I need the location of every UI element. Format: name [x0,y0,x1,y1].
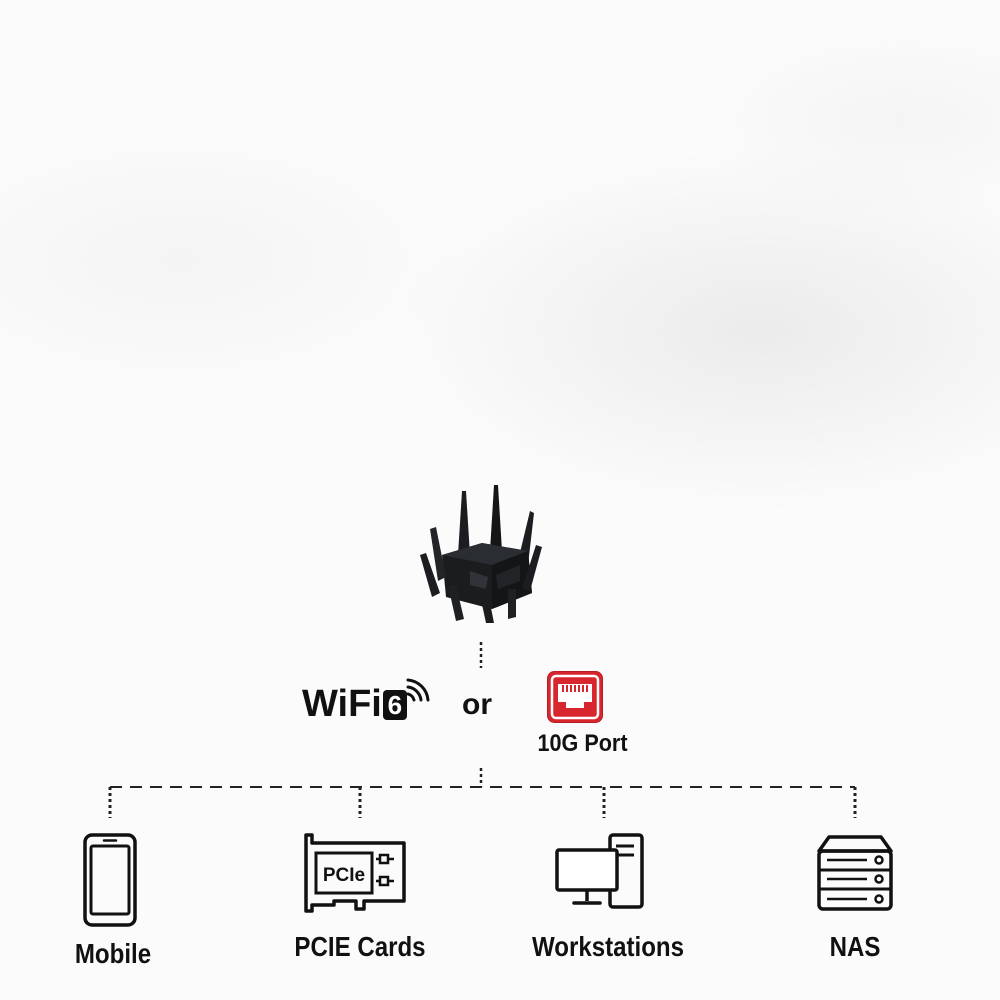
or-text: or [462,688,492,721]
device-label-workstations: Workstations [531,931,685,962]
pcie-chip-label: PCIe [323,865,365,886]
pcie-card-icon: PCIe [304,833,406,913]
device-label-nas: NAS [829,931,881,962]
wifi-signal-icon [406,678,430,702]
port-label: 10G Port [537,730,628,757]
router-icon [420,485,542,623]
device-label-pcie-cards: PCIE Cards [294,931,426,962]
wifi-number-badge: 6 [382,690,407,720]
device-label-mobile: Mobile [74,938,152,969]
smartphone-icon [83,833,137,927]
wifi-label: WiFi [302,683,382,725]
ethernet-port-icon [547,671,603,723]
nas-icon [817,835,893,911]
workstation-icon [555,833,644,909]
